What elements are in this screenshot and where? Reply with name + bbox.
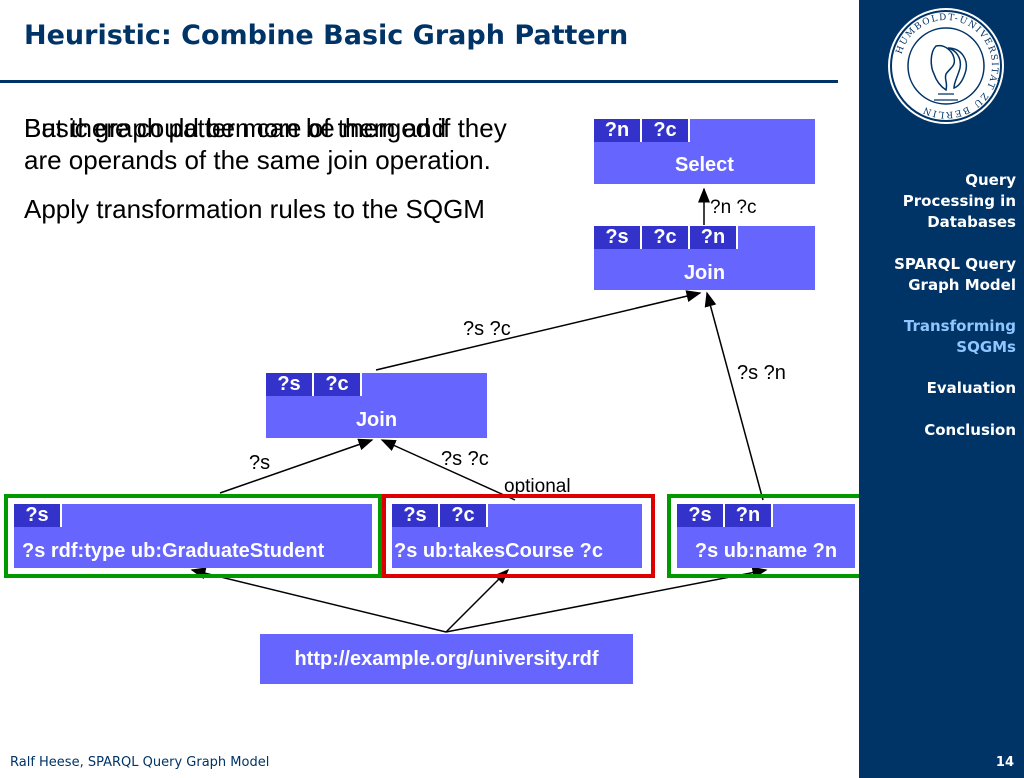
bullet-apply: Apply transformation rules to the SQGM [24,194,485,224]
page-number: 14 [995,755,1014,770]
nav-conclusion[interactable]: Conclusion [924,421,1016,439]
edge-course-to-joinmid [380,439,516,501]
select-node[interactable]: ?n ?c Select [594,119,815,184]
bullet-merge: Basic graph pattern can be merged if the… [24,113,507,175]
node-label: Join [355,409,398,431]
sidebar [859,0,1024,778]
var-tag: ?n [690,226,738,249]
footer-author: Ralf Heese, SPARQL Query Graph Model [10,755,270,770]
var-tag: ?c [642,119,690,142]
edge-label-top-right: ?s ?n [737,362,786,384]
join-top-node[interactable]: ?s ?c ?n Join [594,226,815,290]
var-tag: ?s [594,226,642,249]
node-label: ?s rdf:type ub:GraduateStudent [22,540,325,562]
source-node[interactable]: http://example.org/university.rdf [260,634,633,684]
edge-name-to-jointop [704,291,764,501]
slide-title: Heuristic: Combine Basic Graph Pattern [24,20,629,51]
edge-label-mid-left: ?s [249,452,271,474]
node-label: ?s ub:name ?n [694,540,838,562]
diagram-edges [190,187,768,633]
nav-transforming-sqgms[interactable]: Transforming SQGMs [903,317,1016,356]
humboldt-university-seal-icon: HUMBOLDT-UNIVERSITÄT ZU BERLIN [888,8,1004,124]
var-tag: ?n [594,119,642,142]
node-label: ?s ub:takesCourse ?c [394,540,603,562]
node-label: Join [683,262,726,284]
edge-label-top-left: ?s ?c [463,318,511,340]
var-tag: ?c [642,226,690,249]
edge-source-to-graduate [190,567,447,633]
edge-joinmid-to-jointop [375,290,702,371]
red-frame-optional [382,494,655,578]
var-tag: ?s [266,373,314,396]
var-tag: ?s [392,504,440,527]
var-tag: ?c [314,373,362,396]
bullet-overlap-text: But there could be more of them and [24,113,447,143]
pattern-name-node[interactable]: ?s ?n ?s ub:name ?n [677,504,855,568]
nav-sparql-query-graph-model[interactable]: SPARQL Query Graph Model [894,255,1016,294]
title-divider [0,80,838,83]
var-tag: ?s [677,504,725,527]
edge-graduate-to-joinmid [219,438,374,494]
edge-label-mid-right: ?s ?c [441,448,489,470]
edge-source-to-course [445,568,510,633]
nav-evaluation[interactable]: Evaluation [926,379,1016,397]
nav-query-processing[interactable]: Query Processing in Databases [902,171,1016,231]
edge-source-to-name [445,566,768,633]
pattern-graduate-node[interactable]: ?s ?s rdf:type ub:GraduateStudent [14,504,372,568]
node-label: Select [675,154,734,176]
pattern-course-node[interactable]: ?s ?c ?s ub:takesCourse ?c [392,504,642,568]
edge-label-optional: optional [504,476,571,497]
var-tag: ?c [440,504,488,527]
var-tag: ?n [725,504,773,527]
join-mid-node[interactable]: ?s ?c Join [266,373,487,438]
var-tag: ?s [14,504,62,527]
edge-label-select-in: ?n ?c [710,197,757,218]
node-label: http://example.org/university.rdf [294,648,599,670]
green-frame-left [4,494,382,578]
